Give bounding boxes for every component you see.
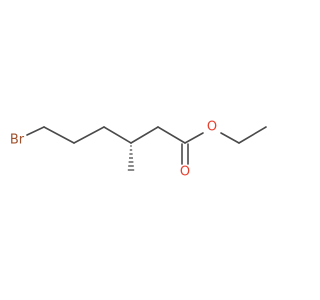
bond-c4-c3 <box>103 126 132 144</box>
bond-br-c6 <box>26 126 45 136</box>
bond-c5-c4 <box>73 126 105 144</box>
bond-c2-c1 <box>157 126 186 144</box>
bond-ethyl-ch2-ch3 <box>238 126 267 144</box>
bonds <box>26 126 267 165</box>
atom-label-br: Br <box>10 133 25 148</box>
background <box>0 0 300 300</box>
atom-label-o-carbonyl: O <box>180 165 190 180</box>
hashed-wedge-methyl <box>127 145 135 171</box>
structure-diagram: Br O O <box>0 0 300 300</box>
bond-c1-o-ester <box>184 132 204 144</box>
bond-c6-c5 <box>43 126 75 144</box>
bond-o-ethyl-ch2 <box>220 132 240 144</box>
atom-label-o-ester: O <box>207 120 217 135</box>
bond-c3-c2 <box>130 126 159 144</box>
